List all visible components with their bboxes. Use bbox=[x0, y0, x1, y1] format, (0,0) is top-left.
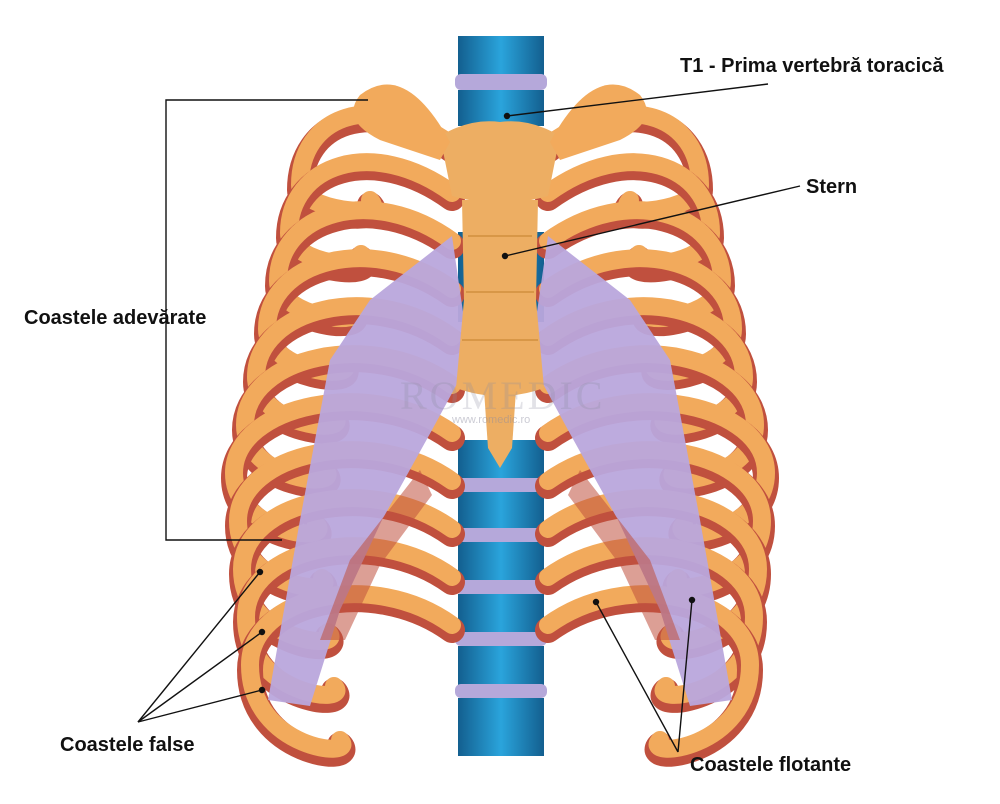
sternum-body bbox=[456, 200, 544, 396]
label-floating-ribs: Coastele flotante bbox=[690, 754, 852, 776]
leader-t1 bbox=[506, 83, 769, 117]
bracket-true-ribs bbox=[165, 99, 368, 541]
first-ribs bbox=[353, 84, 647, 160]
label-false-ribs: Coastele false bbox=[60, 734, 195, 756]
leader-stern bbox=[504, 185, 801, 257]
vertebral-disc bbox=[455, 478, 547, 492]
leader-false-2 bbox=[137, 631, 263, 723]
vertebral-disc bbox=[455, 632, 547, 646]
xiphoid-process bbox=[484, 390, 516, 468]
cartilage-right-gap bbox=[568, 470, 680, 640]
cartilage-right bbox=[530, 236, 732, 706]
vertebral-disc bbox=[455, 580, 547, 594]
vertebra bbox=[458, 594, 544, 634]
sternum bbox=[440, 121, 560, 468]
leader-t1-dot bbox=[503, 112, 511, 120]
vertebra bbox=[458, 492, 544, 530]
label-true-ribs: Coastele adevărate bbox=[24, 307, 207, 329]
leader-floating-2 bbox=[677, 599, 693, 753]
vertebra bbox=[458, 646, 544, 686]
label-stern: Stern bbox=[806, 176, 858, 198]
leader-floating-1 bbox=[595, 601, 679, 753]
rib-left-11 bbox=[240, 585, 461, 758]
watermark-brand: ROMEDIC bbox=[400, 373, 606, 418]
costal-cartilage bbox=[268, 236, 732, 706]
vertebra bbox=[458, 36, 544, 76]
leader-false-3 bbox=[137, 689, 263, 723]
first-rib-right bbox=[550, 84, 647, 160]
leader-stern-dot bbox=[501, 252, 509, 260]
vertebral-disc bbox=[455, 684, 547, 698]
vertebral-disc bbox=[455, 528, 547, 542]
vertebra bbox=[458, 698, 544, 756]
label-t1: T1 - Prima vertebră toracică bbox=[680, 55, 944, 77]
first-rib-left bbox=[353, 84, 450, 160]
vertebra bbox=[458, 90, 544, 126]
cartilage-left-gap bbox=[320, 470, 432, 640]
manubrium bbox=[440, 121, 560, 203]
watermark-url: www.romedic.ro bbox=[452, 414, 531, 426]
leader-false-1 bbox=[137, 571, 261, 723]
leader-lines bbox=[137, 83, 801, 753]
vertebral-disc bbox=[455, 74, 547, 90]
cartilage-left bbox=[268, 236, 470, 706]
vertebra bbox=[458, 542, 544, 582]
